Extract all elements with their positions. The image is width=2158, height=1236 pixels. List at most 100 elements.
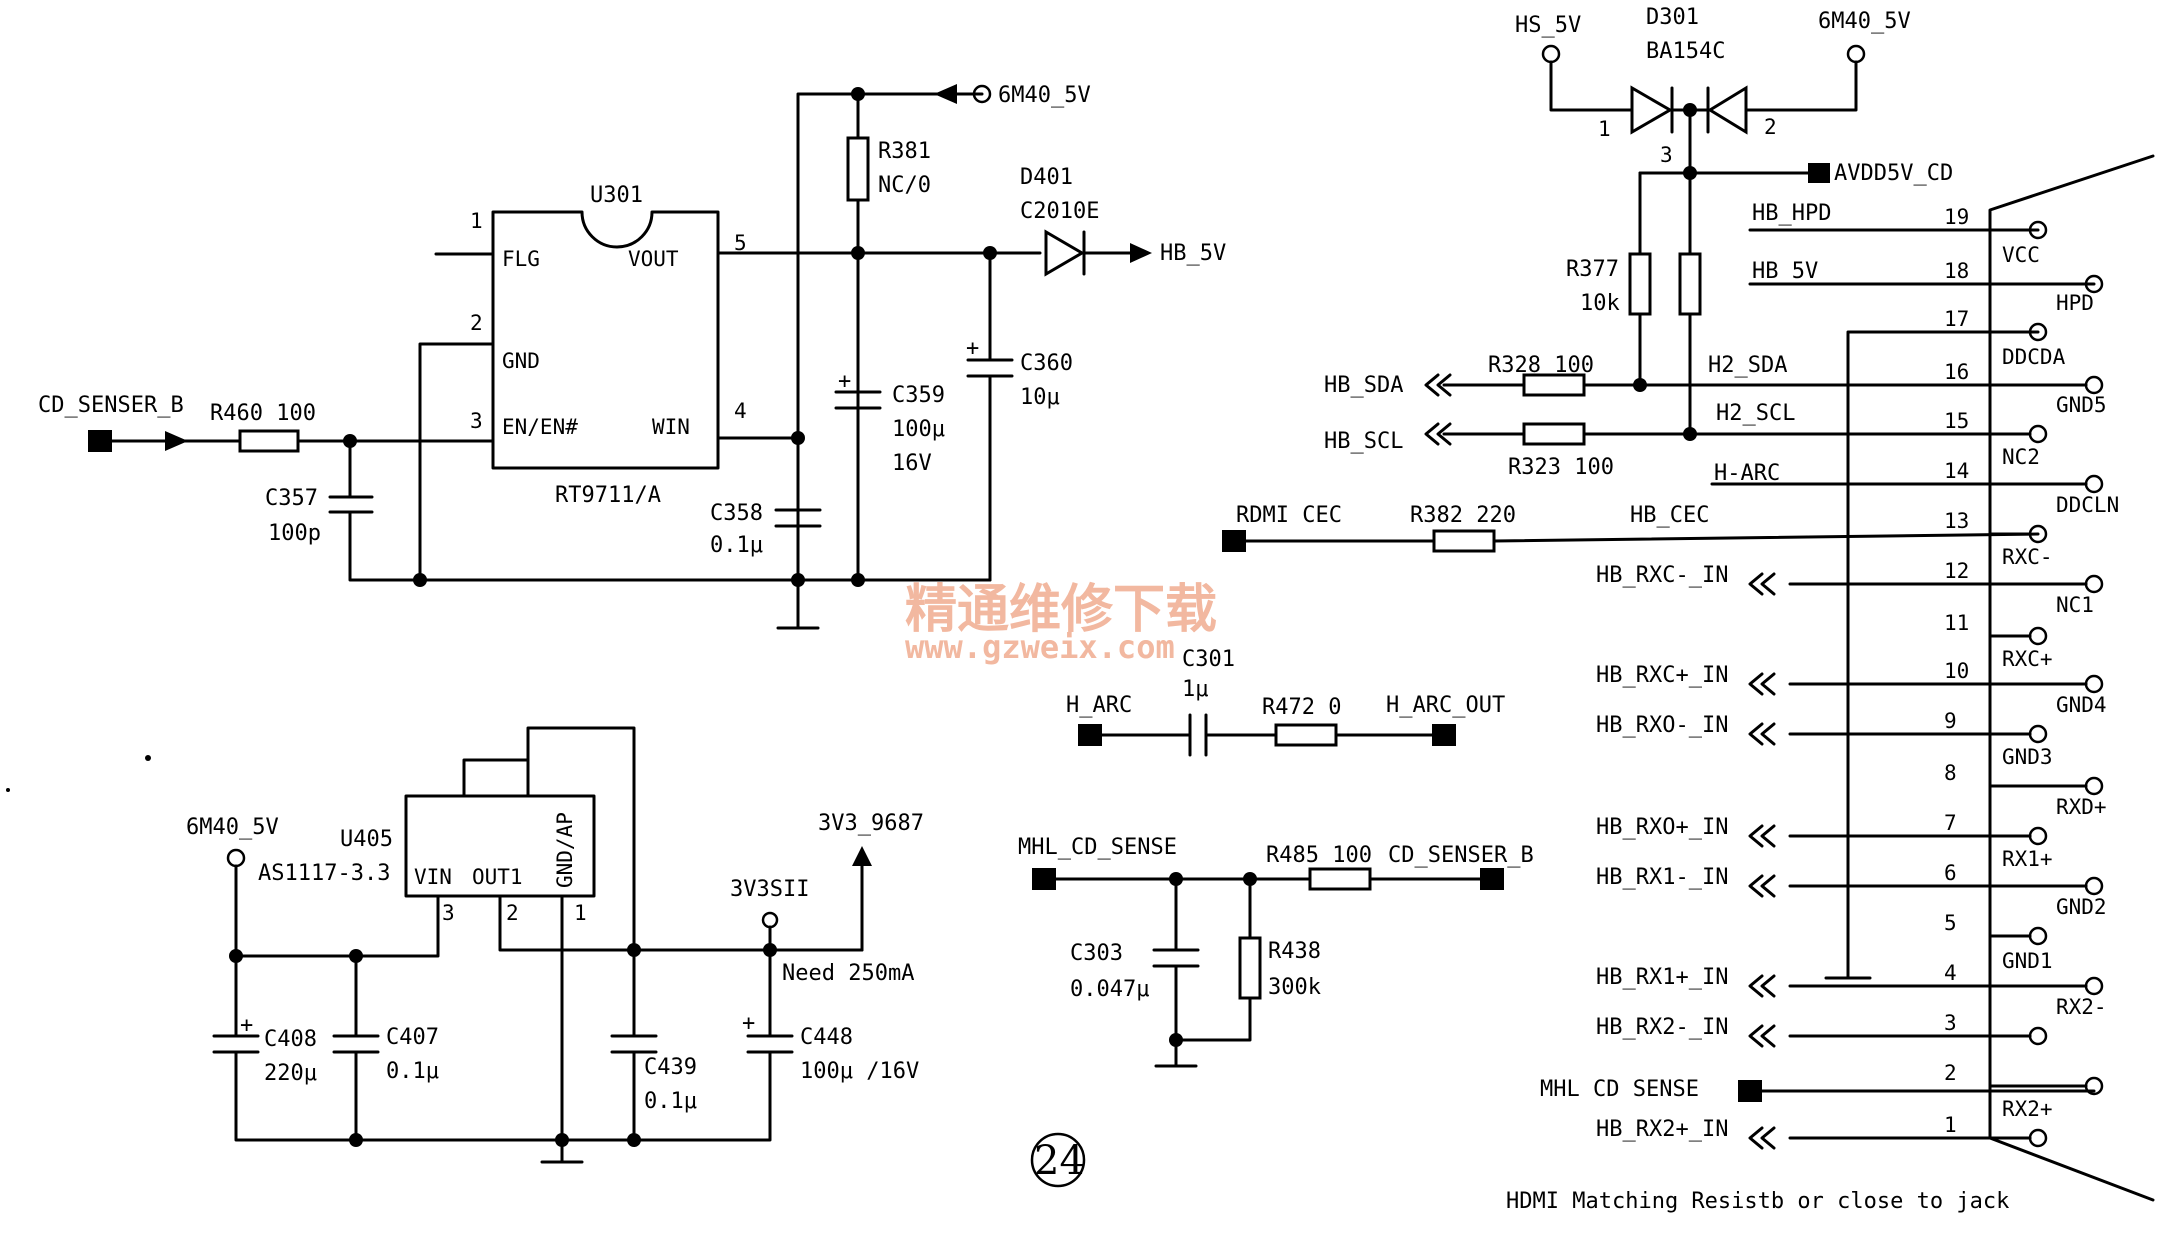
u405-tab <box>462 758 530 798</box>
junction <box>413 573 427 587</box>
c408-label: C408 <box>264 1027 317 1052</box>
hs-5v-terminal <box>1541 44 1561 64</box>
cd-senser-b-label: CD_SENSER_B <box>38 393 184 418</box>
connector-pin-number: 14 <box>1944 459 1969 483</box>
sda-double-arrow <box>1424 373 1452 397</box>
u301-pinnum-4: 4 <box>734 399 747 423</box>
connector-pin-number: 18 <box>1944 259 1969 283</box>
watermark-url: www.gzweix.com <box>905 628 1175 666</box>
u405-part: AS1117-3.3 <box>258 861 390 886</box>
6m40-u405-label: 6M40_5V <box>186 815 279 840</box>
c358-label: C358 <box>710 501 763 526</box>
cd-senser-b2-label: CD_SENSER_B <box>1388 843 1534 868</box>
u405-tab-wire <box>526 726 636 952</box>
connector-pin-terminal <box>2084 776 2104 796</box>
r323-body <box>1522 422 1586 446</box>
d301-pin-1: 1 <box>1598 117 1611 141</box>
sheet-number: 24 <box>1034 1138 1085 1184</box>
connector-pin-number: 17 <box>1944 307 1969 331</box>
connector-pin-number: 13 <box>1944 509 1969 533</box>
connector-pin-label: NC2 <box>2002 445 2040 469</box>
c439-value: 0.1μ <box>644 1089 697 1114</box>
d301-right-wire <box>1744 60 1858 112</box>
h-arc-pad <box>1078 724 1102 746</box>
c448-label: C448 <box>800 1025 853 1050</box>
connector-pin-terminal <box>2084 375 2104 395</box>
u405-pinnum-3: 3 <box>442 901 455 925</box>
u405-pinnum-1: 1 <box>574 901 587 925</box>
gnd-bus-u405 <box>234 1050 772 1142</box>
r381-body <box>846 136 870 202</box>
hb-sda-label: HB_SDA <box>1324 373 1403 398</box>
connector-pin-label: DDCDA <box>2002 345 2066 369</box>
c408-plus: + <box>240 1013 253 1038</box>
connector-pins: 19181716151413121110987654321VCCHPDDDCDA… <box>1944 205 2119 1148</box>
r382-label: R382 220 <box>1410 503 1516 528</box>
connector-pin-number: 9 <box>1944 709 1957 733</box>
connector-pin-number: 12 <box>1944 559 1969 583</box>
input-net-arrow <box>1748 974 1776 998</box>
d301-pin-2: 2 <box>1764 115 1777 139</box>
r377-label: R377 <box>1566 257 1619 282</box>
3v3sii-terminal <box>761 911 779 929</box>
mhl-cd-sense-pad <box>1032 868 1056 890</box>
connector-pin-terminal <box>2028 1128 2048 1148</box>
c301-label: C301 <box>1182 647 1235 672</box>
connector-pin-terminal <box>2028 826 2048 846</box>
connector-pin-label: RXD+ <box>2056 795 2107 819</box>
scan-speck <box>6 788 10 792</box>
u405-section: U405 AS1117-3.3 VIN OUT1 GND/AP 3 2 1 6M… <box>186 726 924 1164</box>
gnd-bus-u301 <box>348 510 992 582</box>
cd-senser-b-pad <box>88 430 112 452</box>
u405-pin-out: OUT1 <box>472 865 523 889</box>
c359-value: 100μ <box>892 417 945 442</box>
connector-pin-label: RX1+ <box>2002 847 2053 871</box>
input-net-label: HB_RXC+_IN <box>1596 663 1728 688</box>
u301-section: U301 RT9711/A FLG GND EN/EN# VOUT WIN 1 … <box>38 83 1226 630</box>
en-input-arrow <box>165 431 188 451</box>
connector-pin-number: 10 <box>1944 659 1969 683</box>
c303-label: C303 <box>1070 941 1123 966</box>
input-net-label: HB_RX2+_IN <box>1596 1117 1728 1142</box>
d301-diode-a <box>1630 85 1673 135</box>
d401-body <box>1044 229 1085 277</box>
h-arc-section: H_ARC C301 1μ R472 0 H_ARC_OUT <box>1066 647 1505 757</box>
6m40-d301-label: 6M40_5V <box>1818 9 1911 34</box>
d301-left-wire <box>1549 60 1634 112</box>
hdmi-note: HDMI Matching Resistb or close to jack <box>1506 1189 2009 1214</box>
r377-value: 10k <box>1580 291 1620 316</box>
avdd-label: AVDD5V_CD <box>1834 161 1953 186</box>
connector-pin-terminal <box>2084 976 2104 996</box>
input-net-arrow <box>1748 1024 1776 1048</box>
connector-pin-label: HPD <box>2056 291 2094 315</box>
c359-label: C359 <box>892 383 945 408</box>
6m40-terminal <box>972 84 992 104</box>
3v3-9687-label: 3V3_9687 <box>818 811 924 836</box>
input-net-label: HB_RXO+_IN <box>1596 815 1728 840</box>
mhl-section: MHL_CD_SENSE R485 100 CD_SENSER_B C303 0… <box>1018 835 1534 1068</box>
junction <box>791 573 805 587</box>
connector-pin-number: 3 <box>1944 1011 1957 1035</box>
watermark-title: 精通维修下载 <box>905 580 1217 640</box>
connector-pin-terminal <box>2084 474 2104 494</box>
junction <box>983 246 997 260</box>
mhl-cd-sense-conn-pad <box>1738 1080 1762 1102</box>
cec-wire-b <box>1492 532 2040 543</box>
r377-body <box>1628 252 1652 316</box>
u301-pinnum-5: 5 <box>734 231 747 255</box>
hb-scl-label: HB_SCL <box>1324 429 1403 454</box>
watermark: 精通维修下载 www.gzweix.com <box>905 580 1217 666</box>
c448-value: 100μ /16V <box>800 1059 919 1084</box>
c359-plus: + <box>838 369 851 394</box>
r438-wire-bottom <box>1174 996 1252 1042</box>
connector-pin-number: 6 <box>1944 861 1957 885</box>
c360-plus: + <box>966 336 979 361</box>
d301-pin-3: 3 <box>1660 143 1673 167</box>
u405-pin-vin: VIN <box>414 865 452 889</box>
connector-pin-label: GND5 <box>2056 393 2107 417</box>
h-arc-conn-label: H-ARC <box>1714 461 1780 486</box>
junction <box>555 1133 569 1147</box>
r472-label: R472 0 <box>1262 695 1341 720</box>
r323-label: R323 100 <box>1508 455 1614 480</box>
